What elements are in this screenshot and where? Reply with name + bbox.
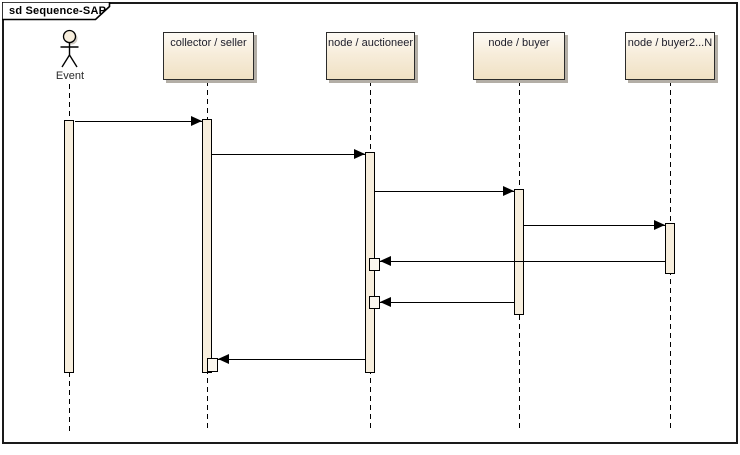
lifeline-head-buyer[interactable]: node / buyer [473, 32, 565, 80]
lifeline-head-auctioneer[interactable]: node / auctioneer [326, 32, 415, 80]
frame-title: sd Sequence-SAP [9, 5, 107, 17]
activation-bar-buyer[interactable] [514, 189, 524, 315]
message-line [218, 359, 365, 360]
lifeline-head-buyer2[interactable]: node / buyer2...N [625, 32, 715, 80]
message-5-buyer2-to-auctioneer[interactable] [380, 256, 665, 267]
message-1-event-to-collector[interactable] [75, 116, 202, 127]
arrowhead-left-icon [380, 297, 391, 307]
message-line [75, 121, 202, 122]
message-7-auctioneer-to-collector[interactable] [218, 354, 365, 365]
lifeline-head-collector[interactable]: collector / seller [163, 32, 254, 80]
message-line [380, 261, 665, 262]
message-2-collector-to-auctioneer[interactable] [212, 149, 365, 160]
arrowhead-left-icon [218, 354, 229, 364]
message-line [524, 225, 665, 226]
activation-bar-event[interactable] [64, 120, 74, 373]
actor-icon[interactable] [54, 29, 86, 71]
arrowhead-right-icon [354, 149, 365, 159]
arrowhead-right-icon [191, 116, 202, 126]
arrowhead-left-icon [380, 256, 391, 266]
message-line [380, 302, 514, 303]
activation-bar-collector[interactable] [202, 119, 212, 373]
message-line [212, 154, 365, 155]
frame-tab[interactable] [2, 2, 114, 22]
message-3-auctioneer-to-buyer[interactable] [375, 186, 514, 197]
lifeline-head-label: node / auctioneer [327, 37, 413, 49]
arrowhead-right-icon [654, 220, 665, 230]
message-4-buyer-to-buyer2[interactable] [524, 220, 665, 231]
lifeline-head-label: node / buyer2...N [627, 37, 713, 49]
message-6-buyer-to-auctioneer[interactable] [380, 297, 514, 308]
message-line [375, 191, 514, 192]
nested-activation-auctioneer-2[interactable] [369, 296, 380, 309]
activation-bar-buyer2[interactable] [665, 223, 675, 274]
arrowhead-right-icon [503, 186, 514, 196]
actor-label: Event [55, 70, 85, 82]
lifeline-head-label: node / buyer [488, 37, 550, 49]
lifeline-head-label: collector / seller [170, 37, 247, 49]
nested-activation-collector[interactable] [207, 358, 218, 372]
nested-activation-auctioneer-1[interactable] [369, 258, 380, 271]
diagram-frame [2, 2, 738, 444]
